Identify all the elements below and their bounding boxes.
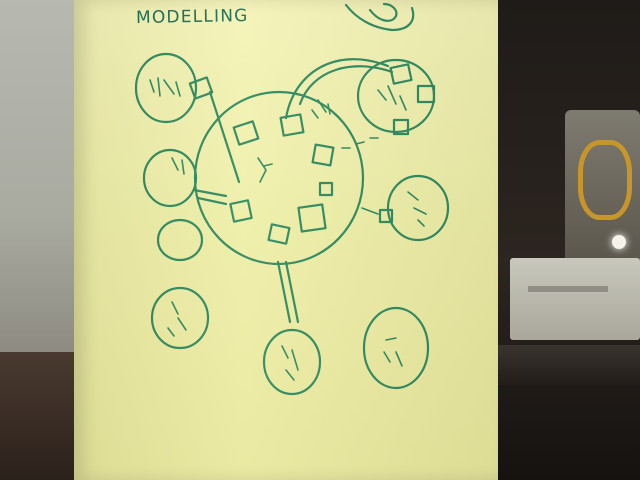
equipment-box xyxy=(510,258,640,340)
sketch-diagram xyxy=(134,2,450,396)
square-top-right-1 xyxy=(389,63,413,85)
scribble-top-mid xyxy=(311,99,331,119)
link-top-left xyxy=(208,90,241,184)
square-right-mid xyxy=(378,208,394,224)
circle-left-mid xyxy=(142,148,198,208)
scribble-top-left xyxy=(149,77,181,97)
floor-left xyxy=(0,352,82,480)
circle-bottom-left xyxy=(150,286,210,350)
light-glow xyxy=(612,235,626,249)
link-right-mid xyxy=(361,207,379,215)
dashed-link-right xyxy=(341,137,379,149)
circle-bottom-center xyxy=(262,328,322,396)
scribble-bottom-center xyxy=(281,345,299,381)
square-2 xyxy=(311,143,335,167)
square-6 xyxy=(318,181,334,197)
circle-bottom-right xyxy=(362,306,430,390)
circle-top-left xyxy=(134,52,198,124)
circle-top-right xyxy=(356,58,436,134)
square-1 xyxy=(232,120,260,146)
square-top-right-3 xyxy=(392,118,410,136)
scribble-bottom-right xyxy=(383,337,403,367)
scribble-right-mid xyxy=(407,191,427,227)
scribble-top-right xyxy=(377,85,407,111)
orange-cable xyxy=(578,140,632,220)
scribble-bottom-left xyxy=(167,301,187,337)
square-5 xyxy=(267,223,291,245)
equipment-slot xyxy=(528,286,608,292)
square-top-mid xyxy=(279,113,305,137)
link-bottom xyxy=(276,260,300,324)
circle-right-mid xyxy=(386,174,450,242)
square-4 xyxy=(297,203,327,233)
flipchart-sheet: MODELLING xyxy=(74,0,498,480)
circle-empty-left xyxy=(156,218,204,262)
central-circle xyxy=(193,90,365,266)
center-scribble xyxy=(257,157,273,183)
square-top-left xyxy=(188,76,214,100)
link-left-mid xyxy=(192,188,228,206)
top-doodle xyxy=(344,2,415,32)
scribble-left-mid xyxy=(171,157,185,175)
shelf xyxy=(495,345,640,385)
wall xyxy=(0,0,82,360)
link-arc-1 xyxy=(284,58,390,120)
square-3 xyxy=(229,199,253,223)
link-arc-2 xyxy=(298,65,394,106)
square-top-right-2 xyxy=(416,84,436,104)
